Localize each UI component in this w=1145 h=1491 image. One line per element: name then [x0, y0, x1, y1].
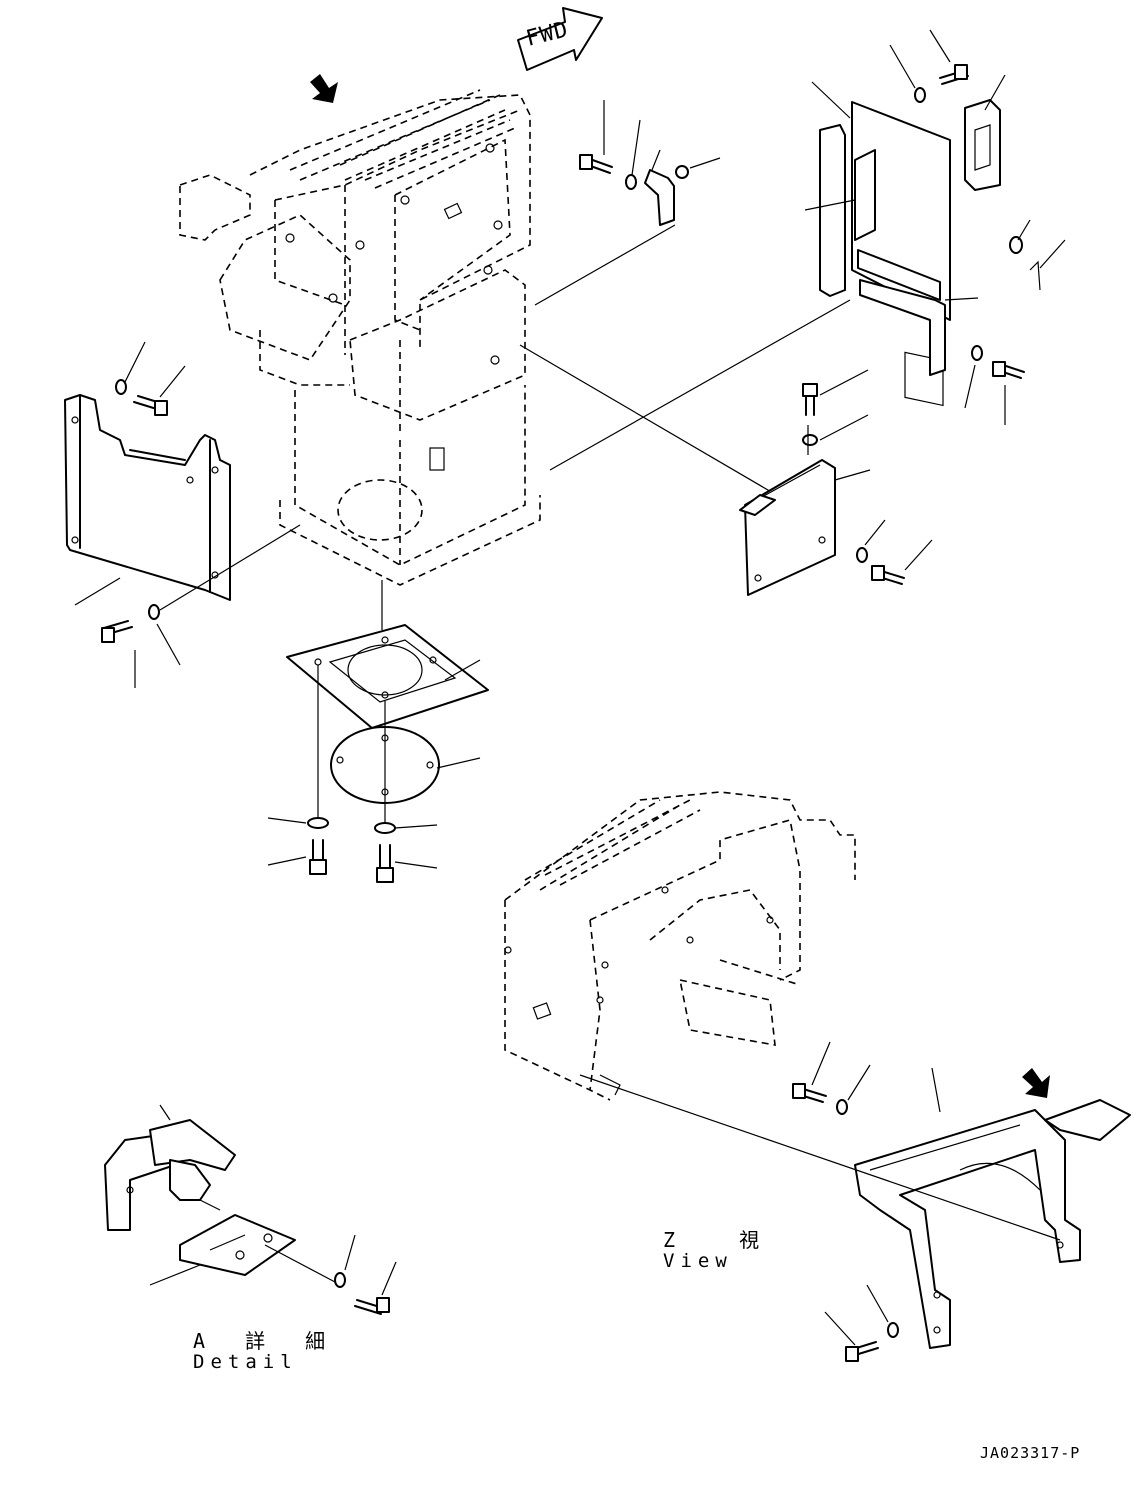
fwd-arrow	[517, 7, 603, 71]
z-view-assembly	[504, 791, 856, 1101]
bottom-bolts	[267, 665, 438, 883]
z-view-bracket	[579, 1041, 1131, 1362]
a-detail-label-en: Detail	[193, 1351, 298, 1373]
z-view-label-en: View	[663, 1250, 733, 1272]
bottom-plate	[286, 580, 489, 729]
right-panel-assembly	[519, 29, 1066, 501]
top-bracket-parts	[534, 100, 721, 306]
round-cover	[330, 726, 481, 804]
drawing-number: JA023317-P	[980, 1444, 1081, 1462]
left-side-cover	[64, 341, 301, 688]
z-view-label-jp: Z 視	[663, 1228, 786, 1252]
a-detail	[104, 1104, 397, 1315]
view-arrow-top	[310, 74, 338, 103]
main-cabinet-assembly	[179, 89, 541, 586]
a-detail-label-jp: A 詳 細	[193, 1329, 340, 1353]
small-plate	[739, 369, 933, 596]
